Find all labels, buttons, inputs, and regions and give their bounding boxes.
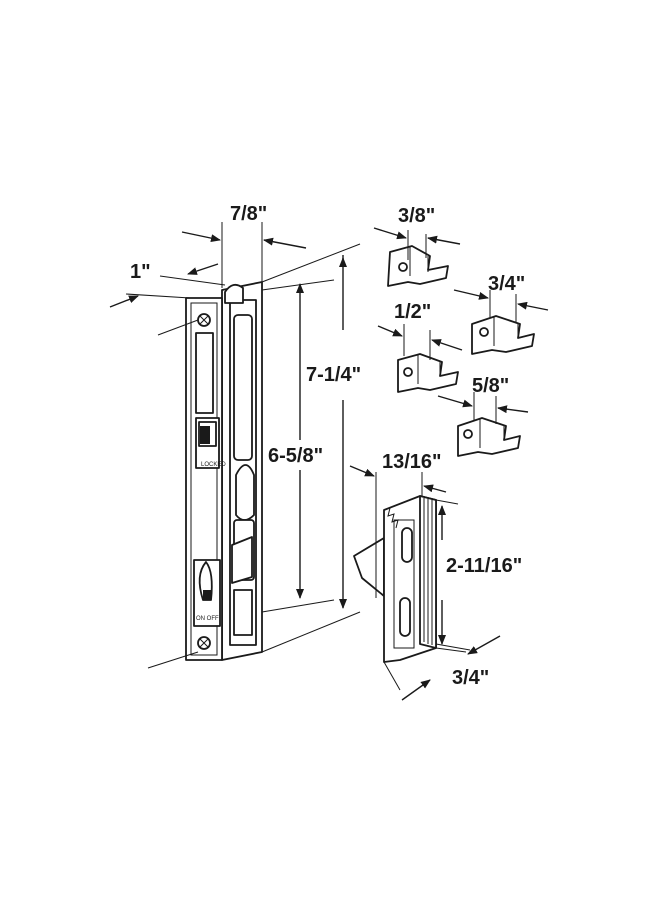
dim-keeper-width: 3/4": [452, 667, 489, 689]
dim-hook-3-8: 3/8": [398, 205, 435, 227]
hook-5-8: [457, 417, 521, 457]
dim-keeper-depth: 13/16": [382, 451, 442, 473]
dim-keeper-height: 2-11/16": [446, 555, 522, 577]
dim-hook-3-4: 3/4": [488, 273, 525, 295]
hook-1-2: [397, 353, 459, 393]
lock-body: LOCKED ON OFF: [185, 281, 263, 661]
hook-3-8: [387, 245, 449, 287]
dim-face-width: 7/8": [230, 203, 267, 225]
on-off-text: ON OFF: [196, 616, 219, 622]
locked-text: LOCKED: [201, 462, 226, 468]
dim-overall-height: 7-1/4": [306, 364, 361, 386]
keeper: [353, 495, 437, 663]
hook-3-4: [471, 315, 535, 355]
dim-hole-spacing: 6-5/8": [268, 445, 323, 467]
dim-offset: 1": [130, 261, 151, 283]
dim-hook-5-8: 5/8": [472, 375, 509, 397]
dim-hook-1-2: 1/2": [394, 301, 431, 323]
